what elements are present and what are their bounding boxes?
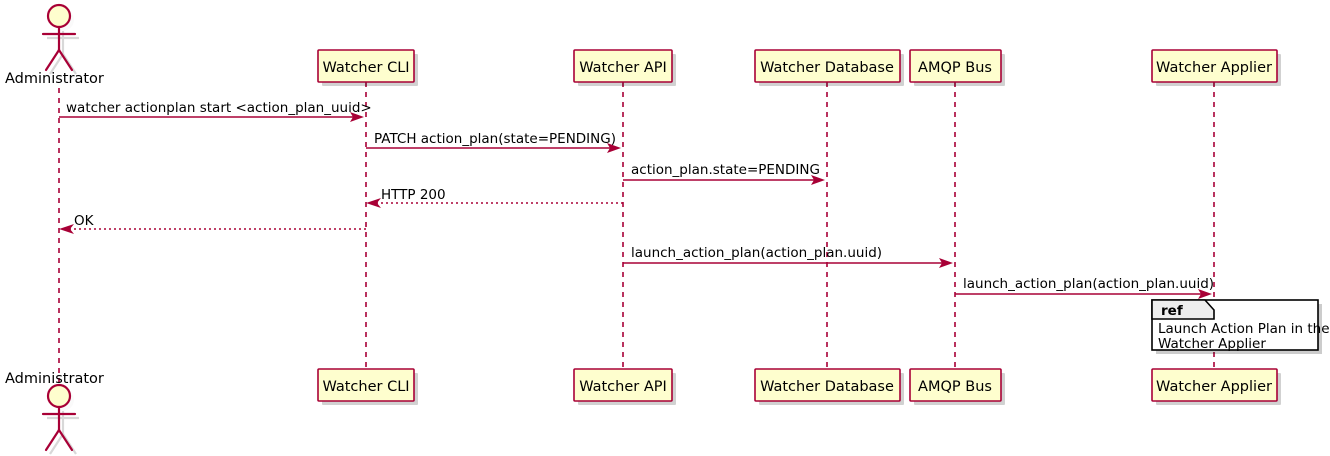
participant-watcher-cli-top[interactable]: Watcher CLI bbox=[317, 49, 418, 86]
message-arrowhead-4 bbox=[366, 198, 381, 208]
message-arrowhead-5 bbox=[59, 224, 74, 234]
ref-body-line-1: Launch Action Plan in the bbox=[1158, 321, 1330, 337]
message-label-1: watcher actionplan start <action_plan_uu… bbox=[66, 100, 372, 116]
message-label-5: OK bbox=[74, 213, 95, 229]
actor-label-administrator-bottom: Administrator bbox=[5, 371, 104, 387]
participant-box-watcher-api-top[interactable] bbox=[573, 49, 673, 83]
actor-leg-right-icon bbox=[57, 48, 74, 72]
participant-watcher-api-bottom[interactable]: Watcher API bbox=[573, 368, 676, 405]
message-2[interactable]: PATCH action_plan(state=PENDING) bbox=[366, 131, 621, 153]
message-5[interactable]: OK bbox=[59, 213, 366, 234]
message-label-7: launch_action_plan(action_plan.uuid) bbox=[963, 276, 1214, 292]
actor-label-administrator-top: Administrator bbox=[5, 71, 104, 87]
participant-label-watcher-api-top: Watcher API bbox=[579, 60, 667, 76]
participant-label-watcher-cli-bottom: Watcher CLI bbox=[322, 379, 409, 395]
participant-watcher-database-top[interactable]: Watcher Database bbox=[754, 49, 904, 86]
participant-amqp-bus-bottom[interactable]: AMQP Bus bbox=[909, 368, 1005, 405]
participant-label-watcher-applier-bottom: Watcher Applier bbox=[1156, 379, 1272, 395]
message-label-4: HTTP 200 bbox=[381, 187, 446, 203]
actor-administrator-top[interactable]: Administrator bbox=[5, 3, 104, 87]
ref-tab-shape bbox=[1151, 299, 1215, 320]
actor-head-icon bbox=[46, 383, 72, 409]
message-3[interactable]: action_plan.state=PENDING bbox=[623, 162, 825, 185]
message-4[interactable]: HTTP 200 bbox=[366, 187, 623, 208]
participant-watcher-database-bottom[interactable]: Watcher Database bbox=[754, 368, 904, 405]
actor-shadow bbox=[47, 31, 79, 75]
ref-tab-label: ref bbox=[1161, 303, 1183, 319]
message-6[interactable]: launch_action_plan(action_plan.uuid) bbox=[623, 245, 953, 268]
actor-administrator-bottom[interactable]: Administrator bbox=[5, 371, 104, 455]
actor-leg-left-icon bbox=[44, 428, 61, 452]
participant-label-watcher-database-top: Watcher Database bbox=[760, 60, 894, 76]
message-arrowhead-3 bbox=[811, 175, 825, 185]
participant-box-watcher-cli-bottom[interactable] bbox=[317, 368, 415, 402]
participant-box-watcher-database-bottom[interactable] bbox=[754, 368, 901, 402]
participant-box-watcher-applier-top[interactable] bbox=[1151, 49, 1278, 83]
actor-shadow bbox=[47, 411, 79, 455]
participant-box-amqp-bus-top[interactable] bbox=[909, 49, 1002, 83]
message-7[interactable]: launch_action_plan(action_plan.uuid) bbox=[955, 276, 1214, 299]
participant-watcher-api-top[interactable]: Watcher API bbox=[573, 49, 676, 86]
participant-box-amqp-bus-bottom[interactable] bbox=[909, 368, 1002, 402]
message-arrowhead-1 bbox=[350, 112, 364, 122]
participant-box-watcher-database-top[interactable] bbox=[754, 49, 901, 83]
participant-box-watcher-api-bottom[interactable] bbox=[573, 368, 673, 402]
ref-body-line-2: Watcher Applier bbox=[1158, 336, 1266, 352]
participant-box-watcher-applier-bottom[interactable] bbox=[1151, 368, 1278, 402]
actor-leg-right-icon bbox=[57, 428, 74, 452]
actor-leg-left-icon bbox=[44, 48, 61, 72]
participant-label-amqp-bus-top: AMQP Bus bbox=[918, 60, 992, 76]
ref-fragment[interactable]: ref Launch Action Plan in the Watcher Ap… bbox=[1151, 299, 1330, 354]
actor-head-icon bbox=[46, 3, 72, 29]
message-arrowhead-6 bbox=[939, 258, 953, 268]
participant-label-watcher-database-bottom: Watcher Database bbox=[760, 379, 894, 395]
participant-watcher-applier-top[interactable]: Watcher Applier bbox=[1151, 49, 1281, 86]
participant-watcher-cli-bottom[interactable]: Watcher CLI bbox=[317, 368, 418, 405]
participant-label-watcher-applier-top: Watcher Applier bbox=[1156, 60, 1272, 76]
participant-label-watcher-cli-top: Watcher CLI bbox=[322, 60, 409, 76]
message-arrowhead-7 bbox=[1198, 289, 1212, 299]
participant-label-amqp-bus-bottom: AMQP Bus bbox=[918, 379, 992, 395]
message-label-6: launch_action_plan(action_plan.uuid) bbox=[631, 245, 882, 261]
message-arrowhead-2 bbox=[607, 143, 621, 153]
lifelines-group bbox=[58, 82, 1215, 388]
participant-label-watcher-api-bottom: Watcher API bbox=[579, 379, 667, 395]
participant-amqp-bus-top[interactable]: AMQP Bus bbox=[909, 49, 1005, 86]
participant-box-watcher-cli-top[interactable] bbox=[317, 49, 415, 83]
message-label-3: action_plan.state=PENDING bbox=[631, 162, 820, 178]
participant-watcher-applier-bottom[interactable]: Watcher Applier bbox=[1151, 368, 1281, 405]
message-1[interactable]: watcher actionplan start <action_plan_uu… bbox=[59, 100, 372, 122]
message-label-2: PATCH action_plan(state=PENDING) bbox=[374, 131, 616, 147]
